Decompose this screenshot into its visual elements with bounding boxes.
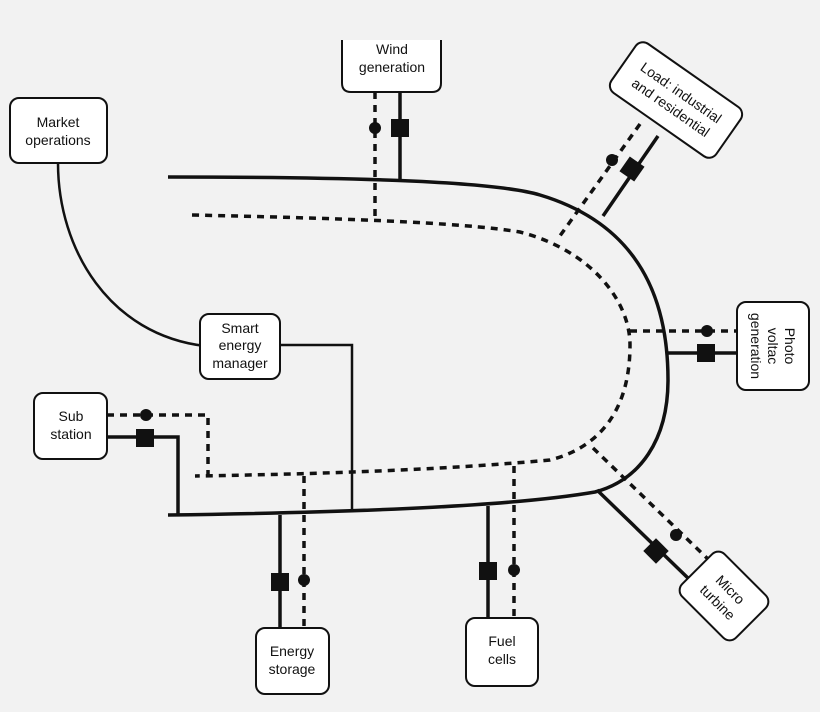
load-sensor [606, 154, 618, 166]
micro-power-link [595, 488, 692, 582]
storage-sensor [298, 574, 310, 586]
sem-link [278, 343, 354, 512]
node-label: cells [488, 651, 516, 667]
node-smart-energy-manager: Smart energy manager [199, 313, 281, 380]
communication-bus-dashed [191, 213, 632, 478]
node-fuel-cells: Fuel cells [465, 617, 539, 687]
sub-power-link [107, 435, 180, 514]
node-label: energy [219, 337, 262, 353]
fuel-switch [479, 562, 497, 580]
node-label: operations [25, 132, 90, 148]
node-label: Market [37, 114, 80, 130]
sub-comm-link [107, 413, 210, 476]
node-wind-generation: Wind generation [341, 40, 442, 93]
node-label: station [50, 426, 91, 442]
wind-sensor [369, 122, 381, 134]
fuel-sensor [508, 564, 520, 576]
storage-switch [271, 573, 289, 591]
micro-switch [643, 538, 669, 564]
node-label: Energy [270, 643, 314, 659]
photo-switch [697, 344, 715, 362]
node-label: voltac [765, 328, 781, 365]
node-load: Load: industrial and residential [608, 41, 744, 159]
node-sub-station: Sub station [33, 392, 108, 460]
load-switch [619, 156, 645, 182]
node-market-operations: Market operations [9, 97, 108, 164]
node-label: generation [359, 59, 425, 75]
node-label: Photo [782, 328, 798, 365]
node-label: manager [212, 355, 268, 371]
node-photo-voltac-generation: Photo voltac generation [736, 301, 810, 391]
node-micro-turbine: Micro turbine [678, 550, 770, 642]
node-label: Smart [221, 320, 258, 336]
market-link [56, 162, 206, 348]
sub-sensor [140, 409, 152, 421]
sub-switch [136, 429, 154, 447]
node-label: Sub [59, 408, 84, 424]
micro-comm-link [591, 446, 714, 565]
load-comm-link [555, 122, 642, 242]
micro-sensor [670, 529, 682, 541]
photo-sensor [701, 325, 713, 337]
node-label: generation [748, 313, 764, 379]
power-bus-solid [167, 175, 670, 517]
node-label: Wind [376, 41, 408, 57]
node-label: Fuel [488, 633, 515, 649]
wind-switch [391, 119, 409, 137]
node-energy-storage: Energy storage [255, 627, 330, 695]
node-label: storage [269, 661, 316, 677]
